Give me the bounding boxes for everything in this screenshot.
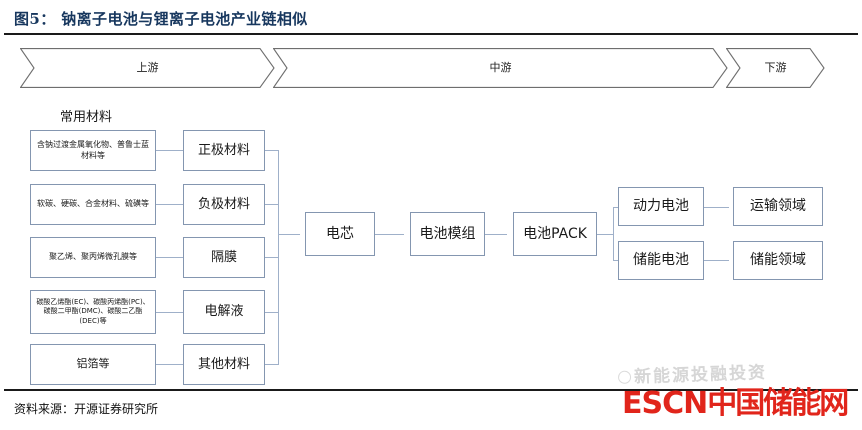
raw-material-box[interactable]: 碳酸乙烯酯(EC)、碳酸丙烯酯(PC)、碳酸二甲酯(DMC)、碳酸二乙酯(DEC… — [30, 290, 156, 334]
title-divider — [4, 33, 858, 35]
raw-material-box[interactable]: 软碳、硬碳、合金材料、硫磺等 — [30, 184, 156, 225]
connector-line — [156, 257, 183, 259]
connector-line — [156, 150, 183, 152]
connector-line — [265, 204, 279, 206]
connector-line — [156, 204, 183, 206]
stage-label-midstream: 中游 — [489, 61, 512, 74]
stage-chevron-midstream — [273, 48, 728, 88]
midstream-box-cell[interactable]: 电芯 — [305, 212, 375, 256]
component-box[interactable]: 隔膜 — [183, 237, 265, 278]
battery-type-box[interactable]: 动力电池 — [618, 187, 704, 226]
connector-line — [156, 312, 183, 314]
component-box[interactable]: 电解液 — [183, 290, 265, 334]
stage-chevron-downstream — [726, 48, 825, 88]
battery-type-box[interactable]: 储能电池 — [618, 241, 704, 280]
materials-column-heading: 常用材料 — [60, 110, 113, 125]
figure-source: 资料来源：开源证券研究所 — [14, 402, 159, 416]
watermark-escn: ESCN中国储能网 — [622, 378, 849, 422]
raw-material-box[interactable]: 聚乙烯、聚丙烯微孔膜等 — [30, 237, 156, 278]
stage-band: 上游 中游 下游 — [20, 48, 825, 88]
watermark-escn-cn: 中国储能网 — [707, 386, 849, 421]
connector-line — [265, 150, 279, 152]
stage-label-downstream: 下游 — [764, 61, 787, 74]
raw-material-box[interactable]: 铝箔等 — [30, 344, 156, 385]
connector-line — [265, 364, 279, 366]
midstream-box-pack[interactable]: 电池PACK — [513, 212, 597, 256]
component-box[interactable]: 正极材料 — [183, 130, 265, 171]
raw-material-box[interactable]: 含钠过渡金属氧化物、普鲁士蓝材料等 — [30, 130, 156, 171]
component-box[interactable]: 其他材料 — [183, 344, 265, 385]
connector-bus-vertical — [613, 207, 615, 261]
connector-line — [704, 260, 729, 262]
component-box[interactable]: 负极材料 — [183, 184, 265, 225]
footer-divider — [4, 389, 858, 391]
connector-line — [375, 234, 404, 236]
connector-line — [485, 234, 507, 236]
application-box[interactable]: 运输领域 — [733, 187, 823, 226]
watermark-escn-latin: ESCN — [622, 386, 708, 421]
figure-title: 图5： 钠离子电池与锂离子电池产业链相似 — [14, 10, 308, 28]
connector-line — [704, 207, 729, 209]
connector-line — [265, 312, 279, 314]
application-box[interactable]: 储能领域 — [733, 241, 823, 280]
connector-line — [265, 257, 279, 259]
stage-label-upstream: 上游 — [136, 61, 159, 74]
midstream-box-module[interactable]: 电池模组 — [410, 212, 485, 256]
connector-bus-vertical — [278, 150, 280, 365]
connector-line — [156, 364, 183, 366]
stage-chevron-upstream — [20, 48, 275, 88]
connector-line — [597, 234, 614, 236]
connector-line — [278, 234, 300, 236]
